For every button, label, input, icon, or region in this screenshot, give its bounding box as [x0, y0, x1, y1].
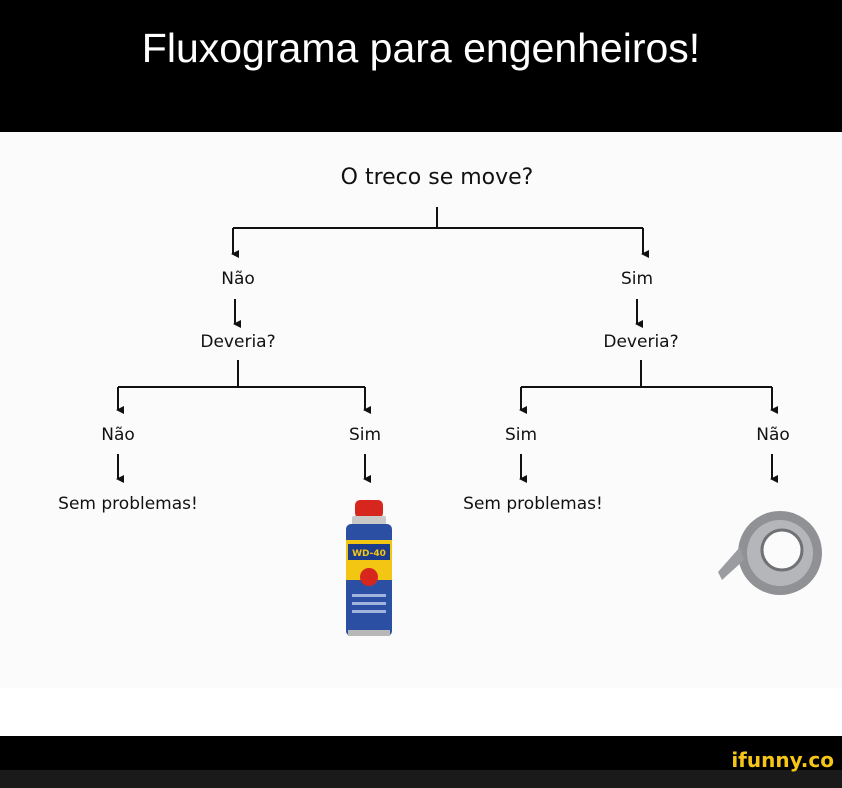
footer-bar [0, 736, 842, 770]
answer-nao: Não [101, 425, 135, 445]
watermark-bar [0, 770, 842, 788]
question-deveria: Deveria? [200, 332, 276, 352]
wd40-label: WD-40 [352, 549, 386, 559]
wd40-can-icon [346, 500, 392, 636]
duct-tape-icon [718, 511, 822, 595]
ifunny-watermark: ifunny.co [731, 748, 834, 772]
flowchart: WD-40 O treco se move? Não Sim Deveria? … [0, 132, 842, 688]
answer-sim: Sim [620, 269, 654, 289]
result-sem-problemas: Sem problemas! [58, 494, 198, 514]
answer-nao: Não [756, 425, 790, 445]
answer-nao: Não [221, 269, 255, 289]
answer-sim: Sim [348, 425, 382, 445]
answer-sim: Sim [504, 425, 538, 445]
result-sem-problemas: Sem problemas! [463, 494, 603, 514]
spacer [0, 688, 842, 736]
flowchart-connectors: WD-40 [116, 207, 822, 636]
root-question: O treco se move? [340, 165, 534, 190]
question-deveria: Deveria? [603, 332, 679, 352]
header-bar: Fluxograma para engenheiros! [0, 0, 842, 132]
page-title: Fluxograma para engenheiros! [141, 25, 701, 71]
